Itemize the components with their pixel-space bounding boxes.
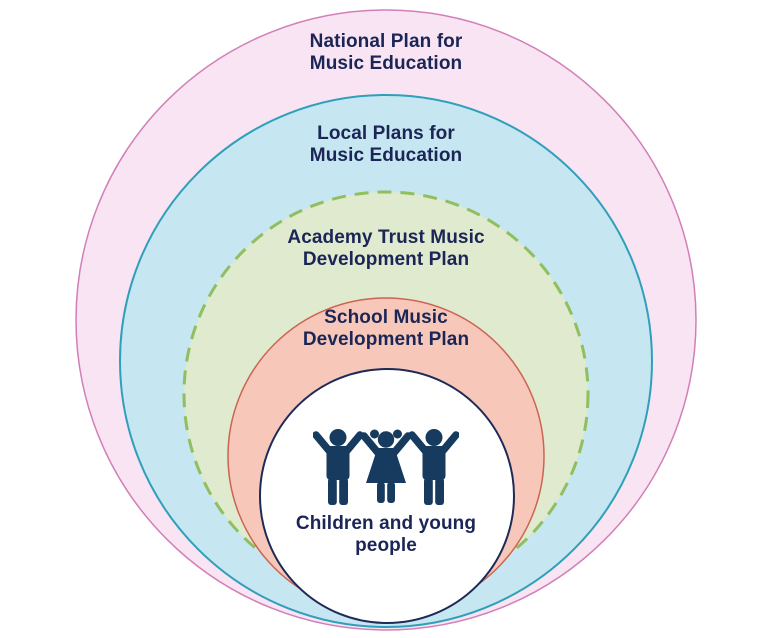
label-school-plan: School Music Development Plan	[302, 307, 470, 350]
children-holding-hands-icon	[312, 426, 460, 514]
label-children: Children and young people	[295, 513, 477, 556]
label-national-plan: National Plan for Music Education	[309, 31, 463, 74]
label-local-plans: Local Plans for Music Education	[309, 123, 463, 166]
label-academy-trust: Academy Trust Music Development Plan	[287, 227, 485, 270]
ring-children	[259, 368, 515, 624]
